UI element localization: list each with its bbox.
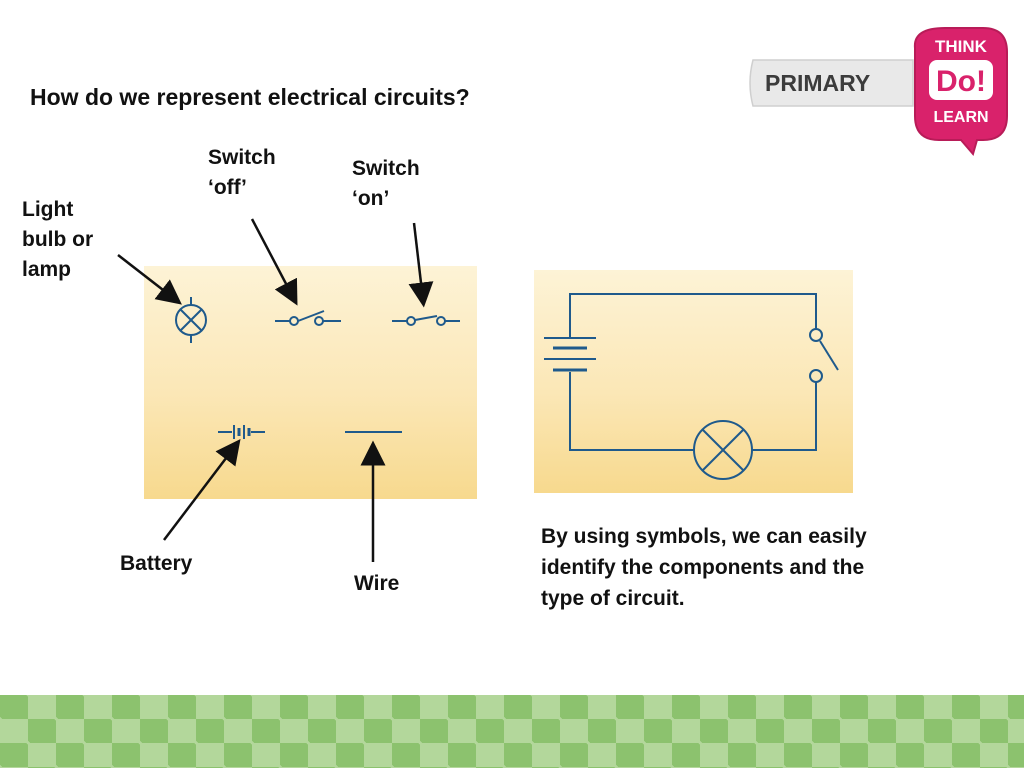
battery-symbol [218, 425, 265, 439]
think-do-learn-logo: PRIMARY THINK Do! LEARN [749, 27, 1008, 157]
switch-off-symbol [275, 310, 341, 326]
lamp-label: Light bulb or lamp [22, 198, 94, 281]
logo-learn-text: LEARN [933, 109, 988, 126]
battery-arrow [163, 439, 241, 541]
page-title: How do we represent electrical circuits? [30, 84, 470, 110]
switch-off-arrow [250, 218, 298, 306]
explanation-text: By using symbols, we can easily identify… [541, 525, 867, 610]
switch-on-label: Switch ‘on’ [352, 157, 420, 210]
circuit-panel [534, 270, 853, 493]
lamp-symbol [175, 297, 207, 343]
logo-think-text: THINK [935, 37, 988, 56]
footer-checker-band [0, 695, 1024, 768]
lamp-arrow [117, 254, 182, 305]
battery-label: Battery [120, 552, 193, 575]
logo-do-text: Do! [936, 65, 986, 98]
switch-on-symbol [392, 315, 460, 326]
logo-primary-text: PRIMARY [765, 70, 870, 96]
switch-off-label: Switch ‘off’ [208, 146, 276, 199]
switch-on-arrow [408, 222, 434, 308]
wire-label: Wire [354, 572, 400, 595]
circuit-diagram [544, 293, 839, 480]
